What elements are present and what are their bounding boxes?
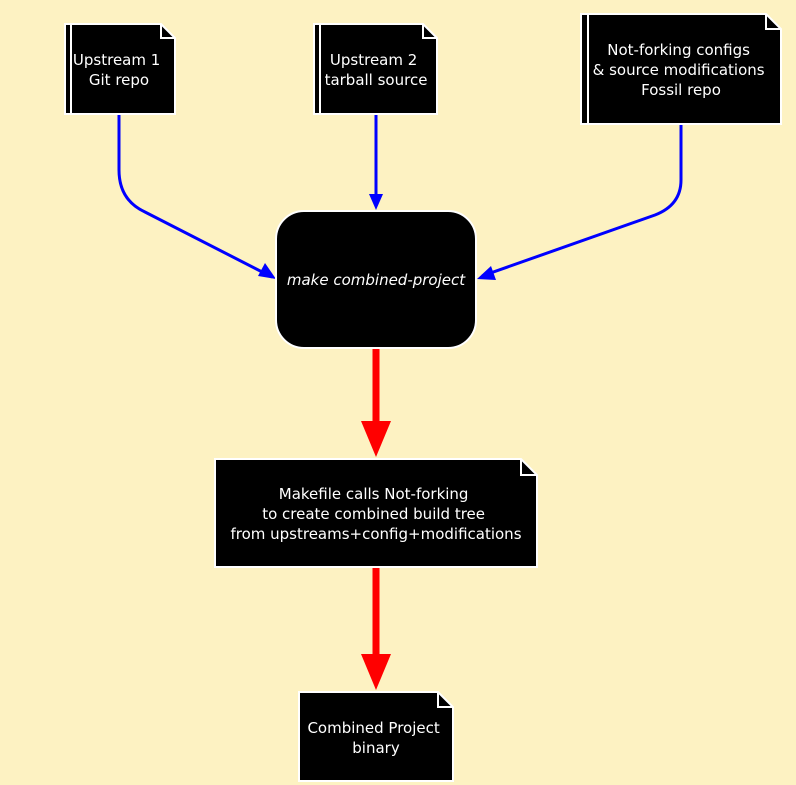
svg-text:Combined Project binary: Combined Project binary: [307, 719, 444, 757]
makefile-line-2: to create combined build tree: [262, 505, 485, 523]
arrowhead-make-to-makefile: [361, 421, 391, 457]
makefile-line-3: from upstreams+config+modifications: [230, 525, 521, 543]
arrowhead-upstream1-to-make: [258, 263, 276, 279]
arrowhead-upstream2-to-make: [369, 194, 383, 210]
node-combined-binary: Combined Project binary: [298, 691, 454, 782]
edge-notforking-to-make: [481, 124, 683, 278]
notforking-line-1: Not-forking configs: [607, 41, 750, 59]
binary-line-1: Combined Project: [307, 719, 439, 737]
svg-text:make combined-project: make combined-project: [287, 271, 466, 289]
binary-line-2: binary: [352, 739, 400, 757]
arrowhead-makefile-to-binary: [361, 654, 391, 690]
upstream1-line-1: Upstream 1: [73, 51, 160, 69]
make-line-1: make combined-project: [287, 271, 466, 289]
notforking-line-3: Fossil repo: [641, 81, 721, 99]
svg-text:Upstream 2 tarball sourc: Upstream 2 tarball source: [325, 51, 428, 89]
node-upstream1: Upstream 1 Git repo: [64, 23, 176, 115]
node-makefile: Makefile calls Not-forking to create com…: [214, 458, 538, 568]
makefile-line-1: Makefile calls Not-forking: [279, 485, 469, 503]
node-make-combined-project: make combined-project: [275, 210, 477, 349]
notforking-line-2: & source modifications: [593, 61, 765, 79]
svg-text:Upstream 1 Git repo: Upstream 1 Git repo: [73, 51, 165, 89]
svg-text:Makefile calls Not-forking: Makefile calls Not-forking to create com…: [230, 485, 521, 543]
node-upstream2: Upstream 2 tarball source: [313, 23, 438, 115]
edge-upstream1-to-make: [117, 114, 273, 279]
arrowhead-notforking-to-make: [477, 266, 496, 280]
upstream1-line-2: Git repo: [89, 71, 149, 89]
upstream2-line-2: tarball source: [325, 71, 428, 89]
node-notforking: Not-forking configs & source modificatio…: [580, 13, 782, 125]
upstream2-line-1: Upstream 2: [330, 51, 417, 69]
svg-text:Not-forking configs & so: Not-forking configs & source modificatio…: [593, 41, 770, 99]
